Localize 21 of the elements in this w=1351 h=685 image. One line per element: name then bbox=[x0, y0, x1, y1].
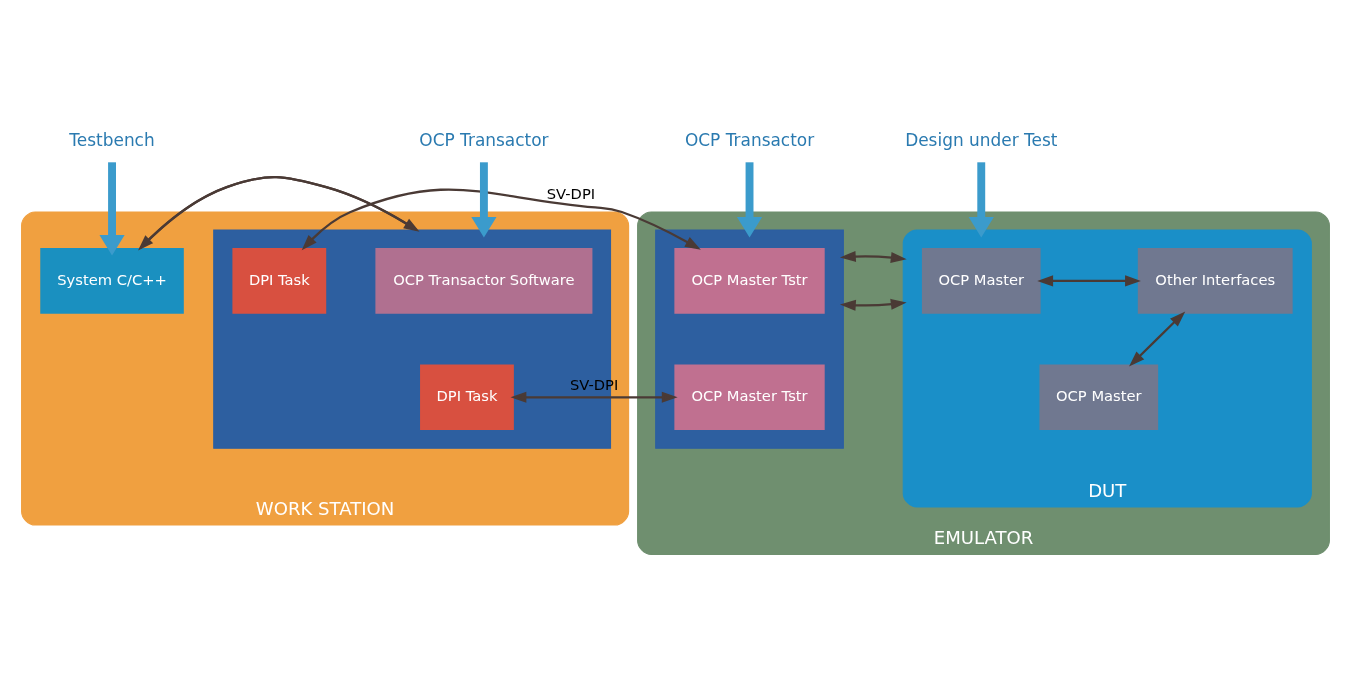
node-text: OCP Transactor bbox=[419, 129, 549, 150]
arrow bbox=[1129, 311, 1186, 367]
node-box: OCP Master bbox=[921, 248, 1041, 314]
node-box: System C/C++ bbox=[40, 248, 184, 314]
arrow bbox=[510, 391, 678, 403]
node-box: OCP Master bbox=[1039, 364, 1159, 431]
arrow bbox=[839, 250, 907, 263]
node-box: Other Interfaces bbox=[1137, 248, 1293, 314]
cluster bbox=[655, 229, 844, 449]
node-box: DPI Task bbox=[420, 364, 514, 431]
arrow bbox=[839, 298, 907, 311]
arrow bbox=[1037, 275, 1141, 287]
edge-label: SV-DPI bbox=[546, 184, 596, 202]
node-box: OCP Master Tstr bbox=[674, 248, 825, 314]
node-text: Testbench bbox=[69, 129, 155, 150]
node-text: Design under Test bbox=[905, 129, 1058, 150]
arrow bbox=[301, 188, 701, 251]
node-box: OCP Transactor Software bbox=[375, 248, 593, 314]
node-box: DPI Task bbox=[232, 248, 327, 314]
node-box: OCP Master Tstr bbox=[674, 364, 825, 431]
node-text: OCP Transactor bbox=[684, 129, 815, 150]
